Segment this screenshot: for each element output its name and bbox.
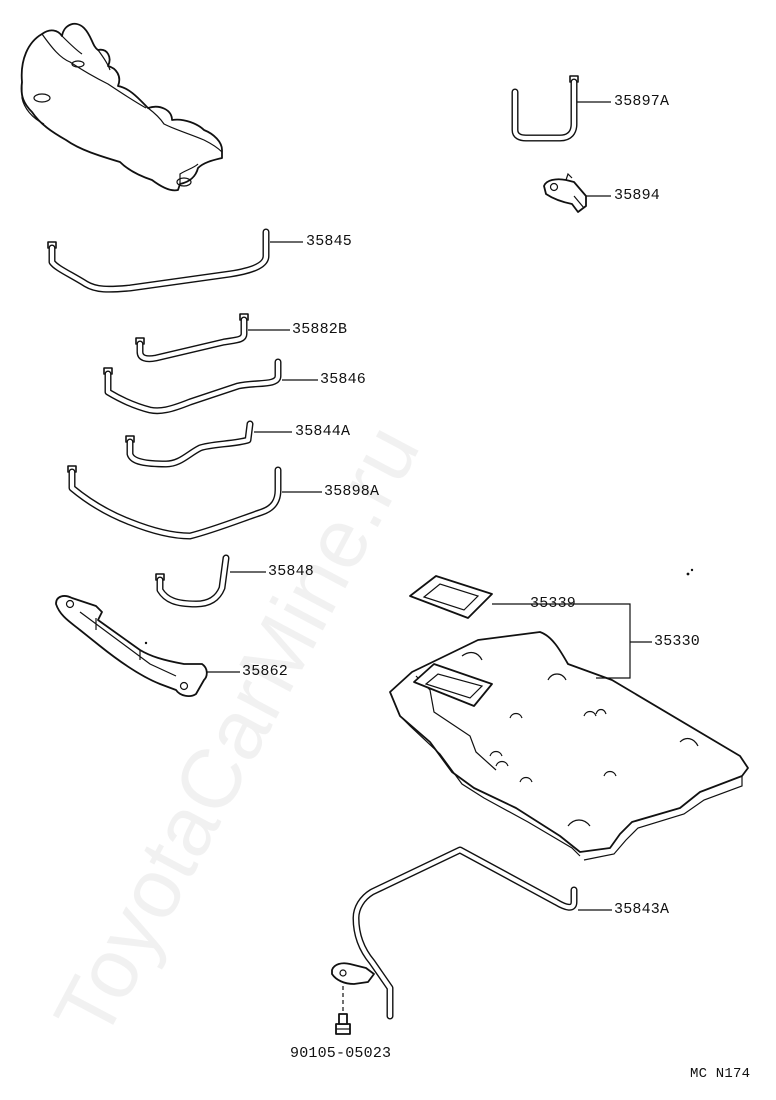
part-35882b-drawing xyxy=(135,313,290,363)
label-35848: 35848 xyxy=(268,563,315,580)
part-35843a-drawing xyxy=(331,846,612,1020)
part-90105-05023-drawing xyxy=(335,986,351,1035)
label-90105-05023: 90105-05023 xyxy=(290,1045,392,1062)
part-35339-drawing xyxy=(409,575,628,619)
part-35897a-drawing xyxy=(511,75,611,142)
label-35339: 35339 xyxy=(530,595,577,612)
label-35897a: 35897A xyxy=(614,93,670,110)
valve-body-drawing xyxy=(20,22,223,192)
part-35898a-drawing xyxy=(67,465,322,540)
label-35894: 35894 xyxy=(614,187,661,204)
part-35845-drawing xyxy=(47,228,303,293)
stray-mark xyxy=(144,641,148,645)
part-35330-drawing xyxy=(389,603,749,861)
label-35844a: 35844A xyxy=(295,423,351,440)
label-35330: 35330 xyxy=(654,633,701,650)
label-35862: 35862 xyxy=(242,663,289,680)
part-35846-drawing xyxy=(103,358,318,415)
label-35898a: 35898A xyxy=(324,483,380,500)
stray-mark xyxy=(686,572,690,576)
figure-code: MC N174 xyxy=(690,1066,751,1082)
part-35894-drawing xyxy=(543,172,611,213)
stray-mark xyxy=(690,568,694,572)
label-35845: 35845 xyxy=(306,233,353,250)
part-35862-drawing xyxy=(55,595,240,697)
label-35843a: 35843A xyxy=(614,901,670,918)
label-35882b: 35882B xyxy=(292,321,348,338)
part-35848-drawing xyxy=(155,554,266,608)
part-35844a-drawing xyxy=(125,420,292,468)
label-35846: 35846 xyxy=(320,371,367,388)
